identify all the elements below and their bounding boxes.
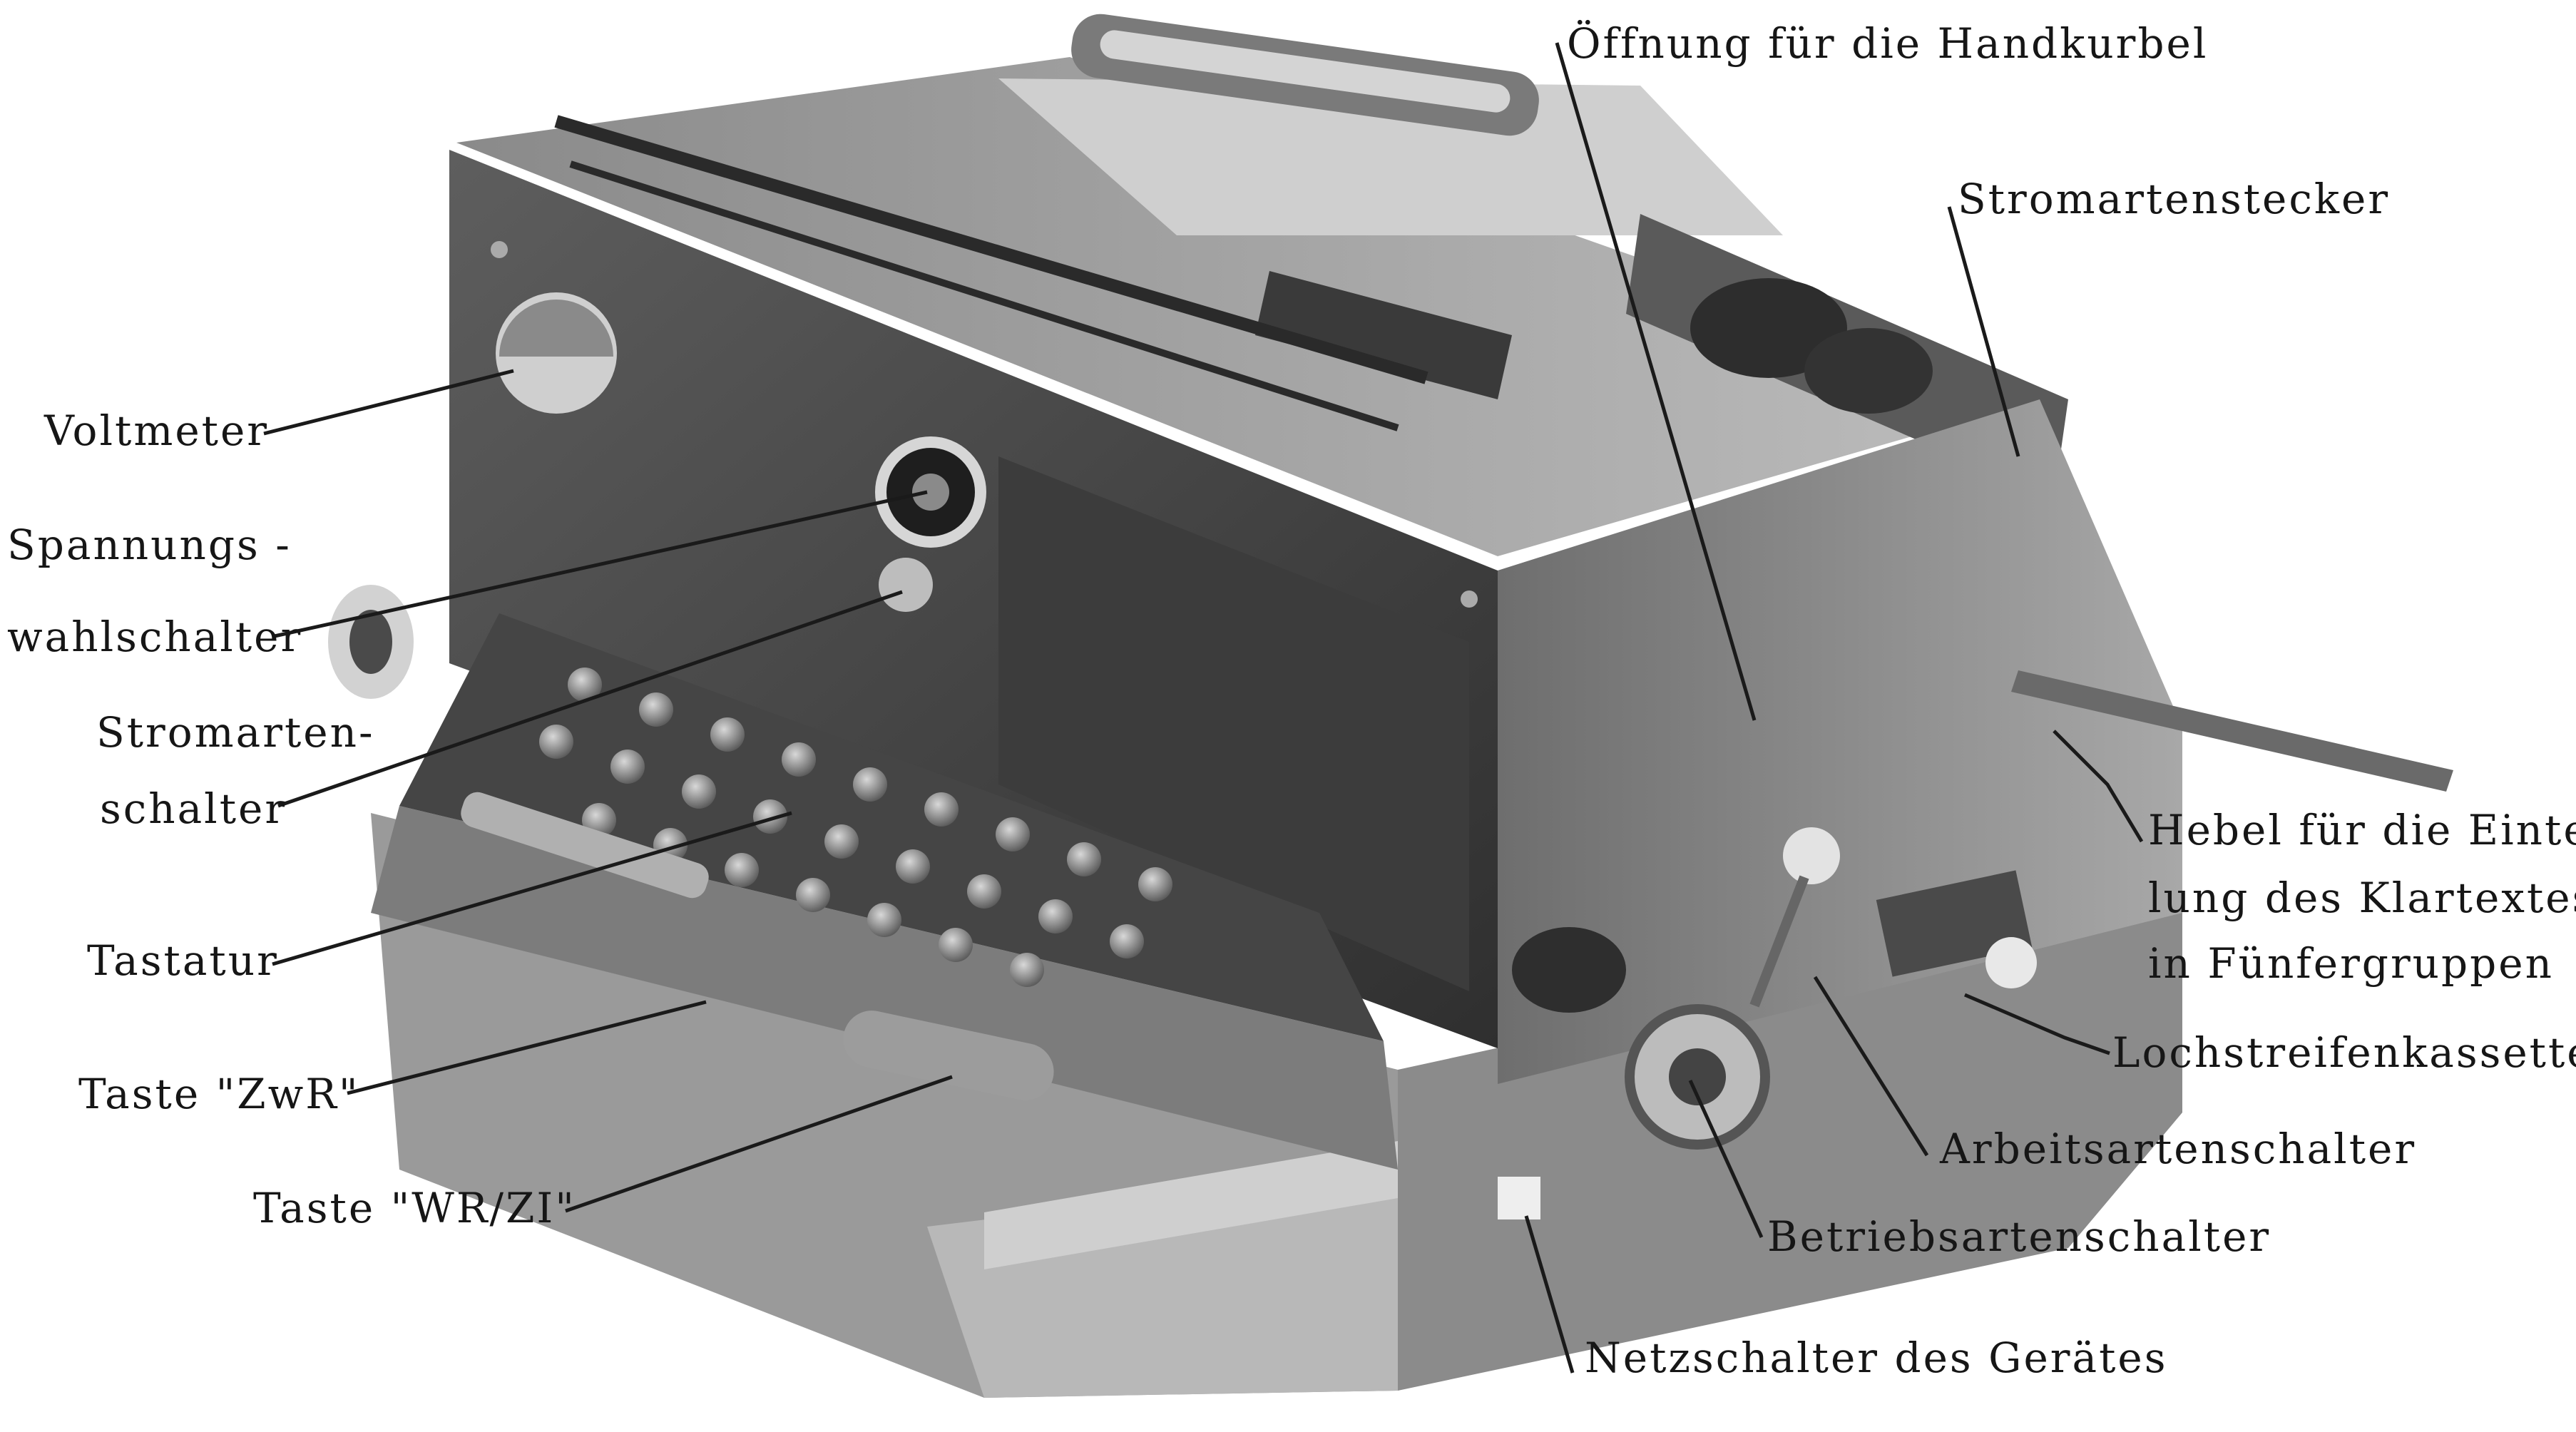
leader-stromartenstecker	[1947, 206, 2020, 457]
keyboard	[371, 613, 1398, 1170]
leader-voltmeter	[263, 369, 514, 436]
keyboard-keys	[539, 668, 1172, 987]
label-stromartenstecker: Stromartenstecker	[1958, 175, 2391, 223]
label-tastatur: Tastatur	[87, 936, 279, 985]
leader-stromarten	[277, 590, 903, 808]
label-betriebsartenschalter: Betriebsartenschalter	[1767, 1212, 2271, 1261]
left-fan	[328, 585, 414, 699]
leader-hebel	[2053, 730, 2144, 843]
leader-lochstreifen	[1964, 993, 2110, 1055]
leader-spannungs	[274, 490, 928, 638]
label-spannungswahlschalter-line1: Spannungs -	[7, 521, 292, 569]
leader-taste-wrzi	[565, 1075, 953, 1213]
front-panel	[449, 150, 1498, 1048]
label-arbeitsartenschalter: Arbeitsartenschalter	[1940, 1125, 2417, 1173]
label-hebel-line2: lung des Klartextes	[2148, 874, 2576, 922]
leader-handkurbel	[1555, 42, 1757, 721]
machine-top	[456, 14, 2068, 556]
label-hebel-line3: in Fünfergruppen	[2148, 939, 2554, 988]
label-voltmeter: Voltmeter	[44, 406, 270, 455]
label-netzschalter: Netzschalter des Gerätes	[1585, 1334, 2168, 1382]
label-spannungswahlschalter-line2: wahlschalter	[7, 613, 303, 661]
label-lochstreifenkassette: Lochstreifenkassette	[2112, 1028, 2576, 1077]
leader-netzschalter	[1524, 1215, 1575, 1374]
label-stromartenschalter-line2: schalter	[100, 784, 287, 833]
leader-tastatur	[272, 811, 792, 966]
leader-betriebsarten	[1688, 1079, 1764, 1239]
leader-taste-zwr	[347, 1000, 707, 1095]
leader-arbeitsarten	[1813, 976, 1929, 1157]
label-taste-wrzi: Taste "WR/ZI"	[253, 1184, 576, 1232]
label-handkurbel: Öffnung für die Handkurbel	[1567, 19, 2209, 68]
label-hebel-line1: Hebel für die Eintei-	[2148, 806, 2576, 854]
side-panel	[1498, 399, 2453, 1219]
label-stromartenschalter-line1: Stromarten-	[96, 708, 375, 757]
leader-lines	[263, 42, 2144, 1374]
label-taste-zwr: Taste "ZwR"	[78, 1070, 360, 1118]
